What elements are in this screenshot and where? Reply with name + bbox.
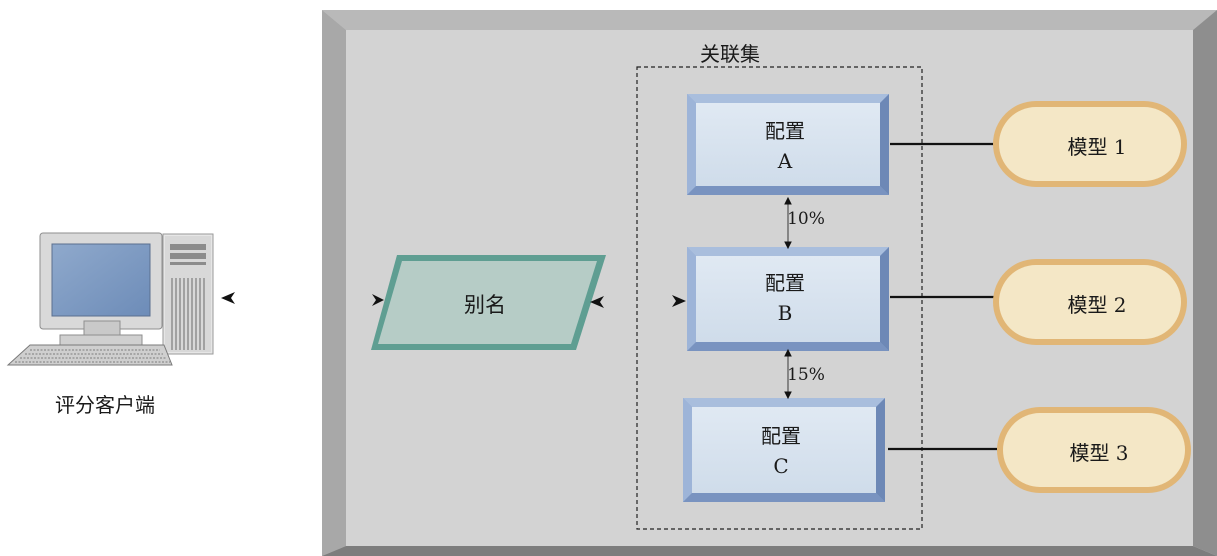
connector-lines xyxy=(888,142,997,451)
config-c-label: 配置 C xyxy=(761,421,801,481)
model-2-label: 模型 2 xyxy=(1067,293,1127,317)
model-pill-1[interactable] xyxy=(993,101,1187,187)
client-label: 评分客户端 xyxy=(55,393,155,417)
config-c-name: 配置 xyxy=(761,424,801,448)
config-b-letter: B xyxy=(777,301,793,325)
split-arrows xyxy=(784,196,792,400)
computer-icon xyxy=(6,232,214,366)
alias-label: 别名 xyxy=(464,293,506,317)
config-box-c[interactable] xyxy=(683,398,885,502)
model-pill-3[interactable] xyxy=(997,407,1191,493)
config-b-name: 配置 xyxy=(765,271,805,295)
config-box-a[interactable] xyxy=(687,94,889,195)
config-a-letter: A xyxy=(777,149,793,173)
config-box-b[interactable] xyxy=(687,247,889,351)
config-a-label: 配置 A xyxy=(765,116,805,176)
model-pill-2[interactable] xyxy=(993,259,1187,345)
alias-shape[interactable] xyxy=(371,255,606,350)
model-3-label: 模型 3 xyxy=(1069,441,1129,465)
cluster-label: 关联集 xyxy=(700,42,760,66)
cluster-box xyxy=(636,66,923,530)
split-label-10: 10% xyxy=(787,209,825,229)
config-b-label: 配置 B xyxy=(765,268,805,328)
config-c-letter: C xyxy=(773,454,789,478)
split-label-15: 15% xyxy=(787,365,825,385)
model-1-label: 模型 1 xyxy=(1067,135,1127,159)
config-a-name: 配置 xyxy=(765,119,805,143)
arrowheads xyxy=(221,292,686,308)
